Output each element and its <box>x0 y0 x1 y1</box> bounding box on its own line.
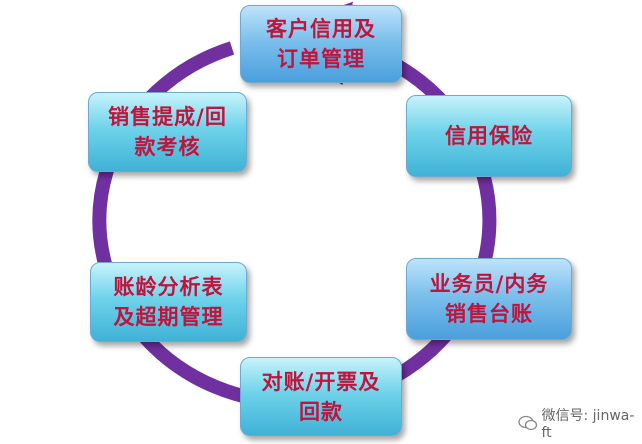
node-reconciliation: 对账/开票及 回款 <box>240 357 402 436</box>
watermark-text: 微信号: jinwa-ft <box>541 408 635 441</box>
watermark: 微信号: jinwa-ft <box>518 405 642 441</box>
node-sales-commission: 销售提成/回 款考核 <box>88 92 247 172</box>
wechat-icon <box>518 415 538 431</box>
node-aging-analysis: 账龄分析表 及超期管理 <box>90 262 247 342</box>
node-credit-insurance: 信用保险 <box>406 95 572 177</box>
node-sales-ledger: 业务员/内务 销售台账 <box>406 258 572 340</box>
node-customer-credit: 客户信用及 订单管理 <box>240 5 402 83</box>
